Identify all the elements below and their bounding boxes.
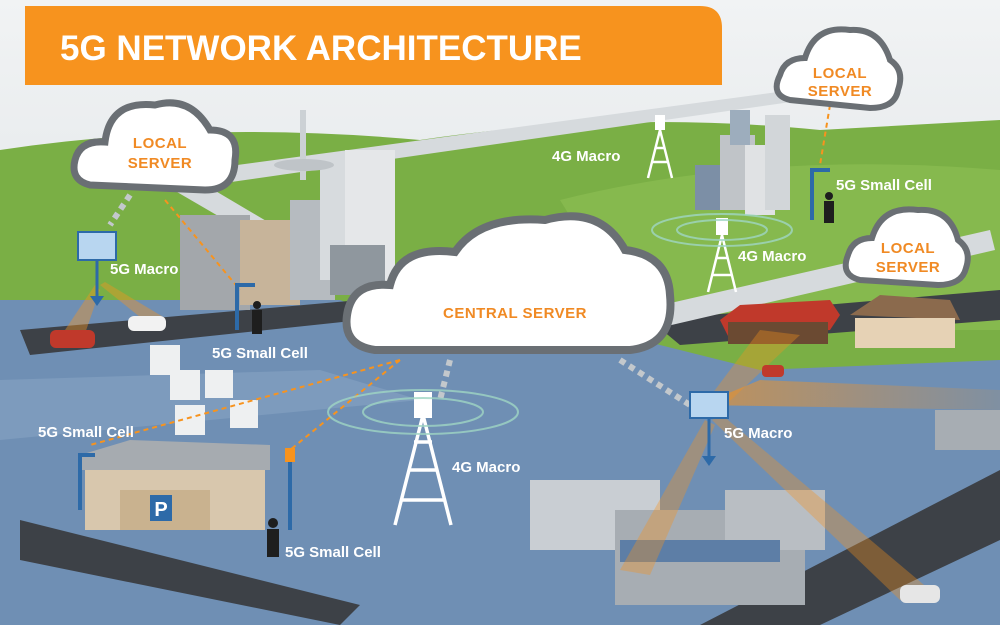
parking-sign-icon (150, 495, 172, 521)
cloud-icon: CENTRAL SERVER (342, 212, 675, 354)
local-server-right-line1: LOCAL (881, 240, 935, 257)
cloud-icon: LOCAL SERVER (842, 206, 971, 289)
cloud-icon: LOCAL SERVER (773, 26, 904, 112)
network-link (89, 104, 831, 451)
label-5g-small-cell-top-right: 5G Small Cell (836, 177, 932, 194)
label-4g-macro-top: 4G Macro (552, 148, 620, 165)
svg-text:P: P (154, 499, 167, 521)
central-server-label: CENTRAL SERVER (443, 305, 587, 322)
backhaul-link (107, 193, 692, 408)
label-4g-macro-center: 4G Macro (452, 459, 520, 476)
local-server-top-right-line1: LOCAL (813, 65, 867, 82)
local-server-left-line1: LOCAL (133, 135, 187, 152)
antenna-icon (78, 168, 830, 530)
label-5g-small-cell-bottom: 5G Small Cell (285, 544, 381, 561)
car-icon (50, 316, 940, 603)
building-icon (530, 410, 1000, 605)
local-server-top-right-line2: SERVER (808, 83, 872, 100)
label-5g-small-cell-left: 5G Small Cell (38, 424, 134, 441)
building-icon (720, 295, 960, 348)
tower-icon (646, 115, 674, 179)
tower-icon (689, 391, 729, 466)
label-5g-macro-left: 5G Macro (110, 261, 178, 278)
tower-icon (77, 231, 117, 306)
road (20, 300, 380, 355)
label-4g-macro-right: 4G Macro (738, 248, 806, 265)
page-title: 5G NETWORK ARCHITECTURE (60, 29, 582, 68)
label-5g-small-cell-mid: 5G Small Cell (212, 345, 308, 362)
title-banner: 5G NETWORK ARCHITECTURE (25, 6, 722, 85)
label-5g-macro-right: 5G Macro (724, 425, 792, 442)
cloud-icon: LOCAL SERVER (70, 99, 240, 194)
local-server-left-line2: SERVER (128, 155, 192, 172)
local-server-right-line2: SERVER (876, 259, 940, 276)
building-icon (695, 110, 790, 215)
person-icon (252, 192, 834, 557)
tower-icon (706, 218, 738, 293)
